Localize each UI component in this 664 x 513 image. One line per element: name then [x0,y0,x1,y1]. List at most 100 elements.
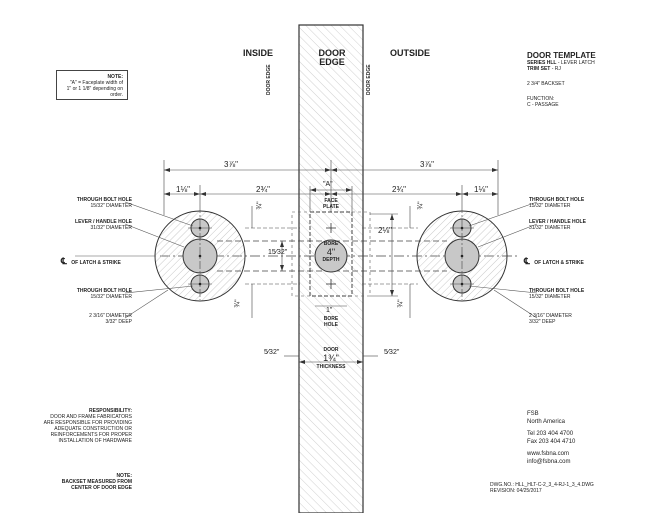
company-name: FSB [527,411,539,417]
door-edge-vertical-left: DOOR EDGE [266,64,272,95]
company-region: North America [527,419,566,425]
trim-detail: - RJ [550,66,561,72]
backset-note-line2: CENTER OF DOOR EDGE [71,485,132,491]
door-edge-header-line2: EDGE [319,57,345,67]
series-detail: - LEVER LATCH [556,60,595,66]
left-through-bolt-bottom: THROUGH BOLT HOLE 15/32" DIAMETER [40,288,132,300]
right-through-bolt-top-sub: 15/32" DIAMETER [529,203,571,209]
face-plate-line2: PLATE [322,204,340,210]
left-diameter-line1: 2 3/16" DIAMETER [89,313,132,319]
dim-backset-left: 2¾" [256,185,270,194]
template-title: DOOR TEMPLATE [527,51,596,60]
left-diameter-line2: 3/32" DEEP [105,319,132,325]
responsibility-block: RESPONSIBILITY: DOOR AND FRAME FABRICATO… [28,408,132,444]
left-lever-hole: LEVER / HANDLE HOLE 31/32" DIAMETER [40,219,132,231]
bolt-crosshairs [326,223,336,289]
company-block: FSB North America Tel 203 404 4700 Fax 2… [527,410,647,466]
right-through-bolt-top-title: THROUGH BOLT HOLE [529,197,585,203]
door-thickness-label: DOOR 1¾" THICKNESS [310,347,352,370]
left-rose [154,205,246,302]
outside-header: OUTSIDE [389,48,430,58]
left-through-bolt-top-title: THROUGH BOLT HOLE [76,197,132,203]
trim-label: TRIM SET [527,66,551,72]
backset-note-title: NOTE: [116,473,132,479]
function-value: C - PASSAGE [527,102,559,108]
face-plate-line1: FACE [324,198,338,204]
right-latch-strike-label: OF LATCH & STRIKE [534,260,584,266]
responsibility-line5: INSTALLATION OF HARDWARE [58,438,132,444]
dim-vert-top-right: ¾" [417,201,425,210]
latch-bore-channel [217,240,447,272]
dim-backset-right: 2¾" [392,185,406,194]
drawing-number: DWG.NO.: HLL_HLT-C-2_3_4-RJ-1_3_4.DWG [490,482,594,488]
left-latch-strike-label: OF LATCH & STRIKE [71,260,121,266]
bore-depth-line3: DEPTH [322,257,340,263]
dimension-lines [163,160,499,363]
dim-2-1-8: 2⅛" [378,226,392,235]
faceplate-note-line3: order. [110,92,123,98]
responsibility-line3: ADEQUATE CONSTRUCTION OR [54,426,132,432]
company-tel: Tel 203 404 4700 [527,431,574,437]
right-lever-hole: LEVER / HANDLE HOLE 31/32" DIAMETER [529,219,629,231]
door-edge-header-line1: DOOR [318,48,346,58]
company-email[interactable]: info@fsbna.com [527,459,571,465]
faceplate-note-line1: "A" = Faceplate width of [69,80,123,86]
company-web[interactable]: www.fsbna.com [527,451,570,457]
bore-hole-line1: BORE [323,316,339,322]
right-through-bolt-bottom-title: THROUGH BOLT HOLE [529,288,585,294]
dim-vert-bottom-left: ¾" [234,299,242,308]
right-diameter-line1: 2 3/16" DIAMETER [529,313,572,319]
dim-bottom-left: 5⁄32" [264,349,280,356]
face-plate-label: FACE PLATE [316,198,346,210]
bore-hole-label: BORE HOLE [316,316,346,328]
dim-bottom-right: 5⁄32" [384,349,400,356]
door-thickness-value: 1¾" [323,353,339,363]
bore-depth-line1: BORE [323,241,339,247]
right-centerline-symbol: ℄ [524,256,530,266]
right-lever-hole-sub: 31/32" DIAMETER [529,225,571,231]
left-latch-strike: ℄ OF LATCH & STRIKE [61,251,151,269]
backset-note-line1: BACKSET MEASURED FROM [61,479,132,485]
left-through-bolt-bottom-sub: 15/32" DIAMETER [90,294,132,300]
dim-vert-bottom-right: ¾" [397,299,405,308]
dim-bolt-left: 1⅛" [176,185,190,194]
responsibility-title: RESPONSIBILITY: [89,408,132,414]
right-rose [416,205,508,302]
right-lever-hole-title: LEVER / HANDLE HOLE [529,219,586,225]
right-diameter-line2: 3/32" DEEP [529,319,556,325]
faceplate-note-line2: 1" or 1 1/8" depending on [66,86,123,92]
bore-hole-line2: HOLE [324,322,338,328]
title-block: DOOR TEMPLATE SERIES HLL - LEVER LATCH T… [527,51,655,108]
dim-bore-hole: 1" [326,307,333,314]
right-through-bolt-top: THROUGH BOLT HOLE 15/32" DIAMETER [529,197,629,209]
right-through-bolt-bottom-sub: 15/32" DIAMETER [529,294,571,300]
backset-note: NOTE: BACKSET MEASURED FROM CENTER OF DO… [28,473,132,491]
faceplate-note: NOTE: "A" = Faceplate width of 1" or 1 1… [56,70,128,100]
bore-depth-label: BORE 4" DEPTH [315,241,347,263]
dim-overall-left: 3⅞" [224,160,238,169]
function-label: FUNCTION: [527,96,555,102]
bore-hole [314,239,348,273]
dimension-arrows [164,168,498,364]
dim-bolt-right: 1⅛" [474,185,488,194]
dim-overall-right: 3⅞" [420,160,434,169]
drawing-revision: REVISION: 04/25/2017 [490,488,542,494]
responsibility-line1: DOOR AND FRAME FABRICATORS [50,414,132,420]
door-edge-header: DOOR EDGE [312,49,352,67]
right-through-bolt-bottom: THROUGH BOLT HOLE 15/32" DIAMETER [529,288,629,300]
series-label: SERIES HLL [527,60,557,66]
left-through-bolt-bottom-title: THROUGH BOLT HOLE [76,288,132,294]
faceplate-note-title: NOTE: [107,74,123,80]
left-diameter-label: 2 3/16" DIAMETER 3/32" DEEP [40,313,132,325]
backset-value: 2 3/4" BACKSET [527,81,565,87]
left-through-bolt-top-sub: 15/32" DIAMETER [90,203,132,209]
leader-lines [75,201,538,319]
left-lever-hole-title: LEVER / HANDLE HOLE [75,219,132,225]
dim-a-label: "A" [323,181,333,188]
dim-15-32: 15⁄32" [268,249,288,256]
door-edge-vertical-right: DOOR EDGE [366,64,372,95]
right-latch-strike: ℄ OF LATCH & STRIKE [524,251,634,269]
door-thickness-line1: DOOR [323,347,339,353]
left-centerline-symbol: ℄ [61,256,67,266]
